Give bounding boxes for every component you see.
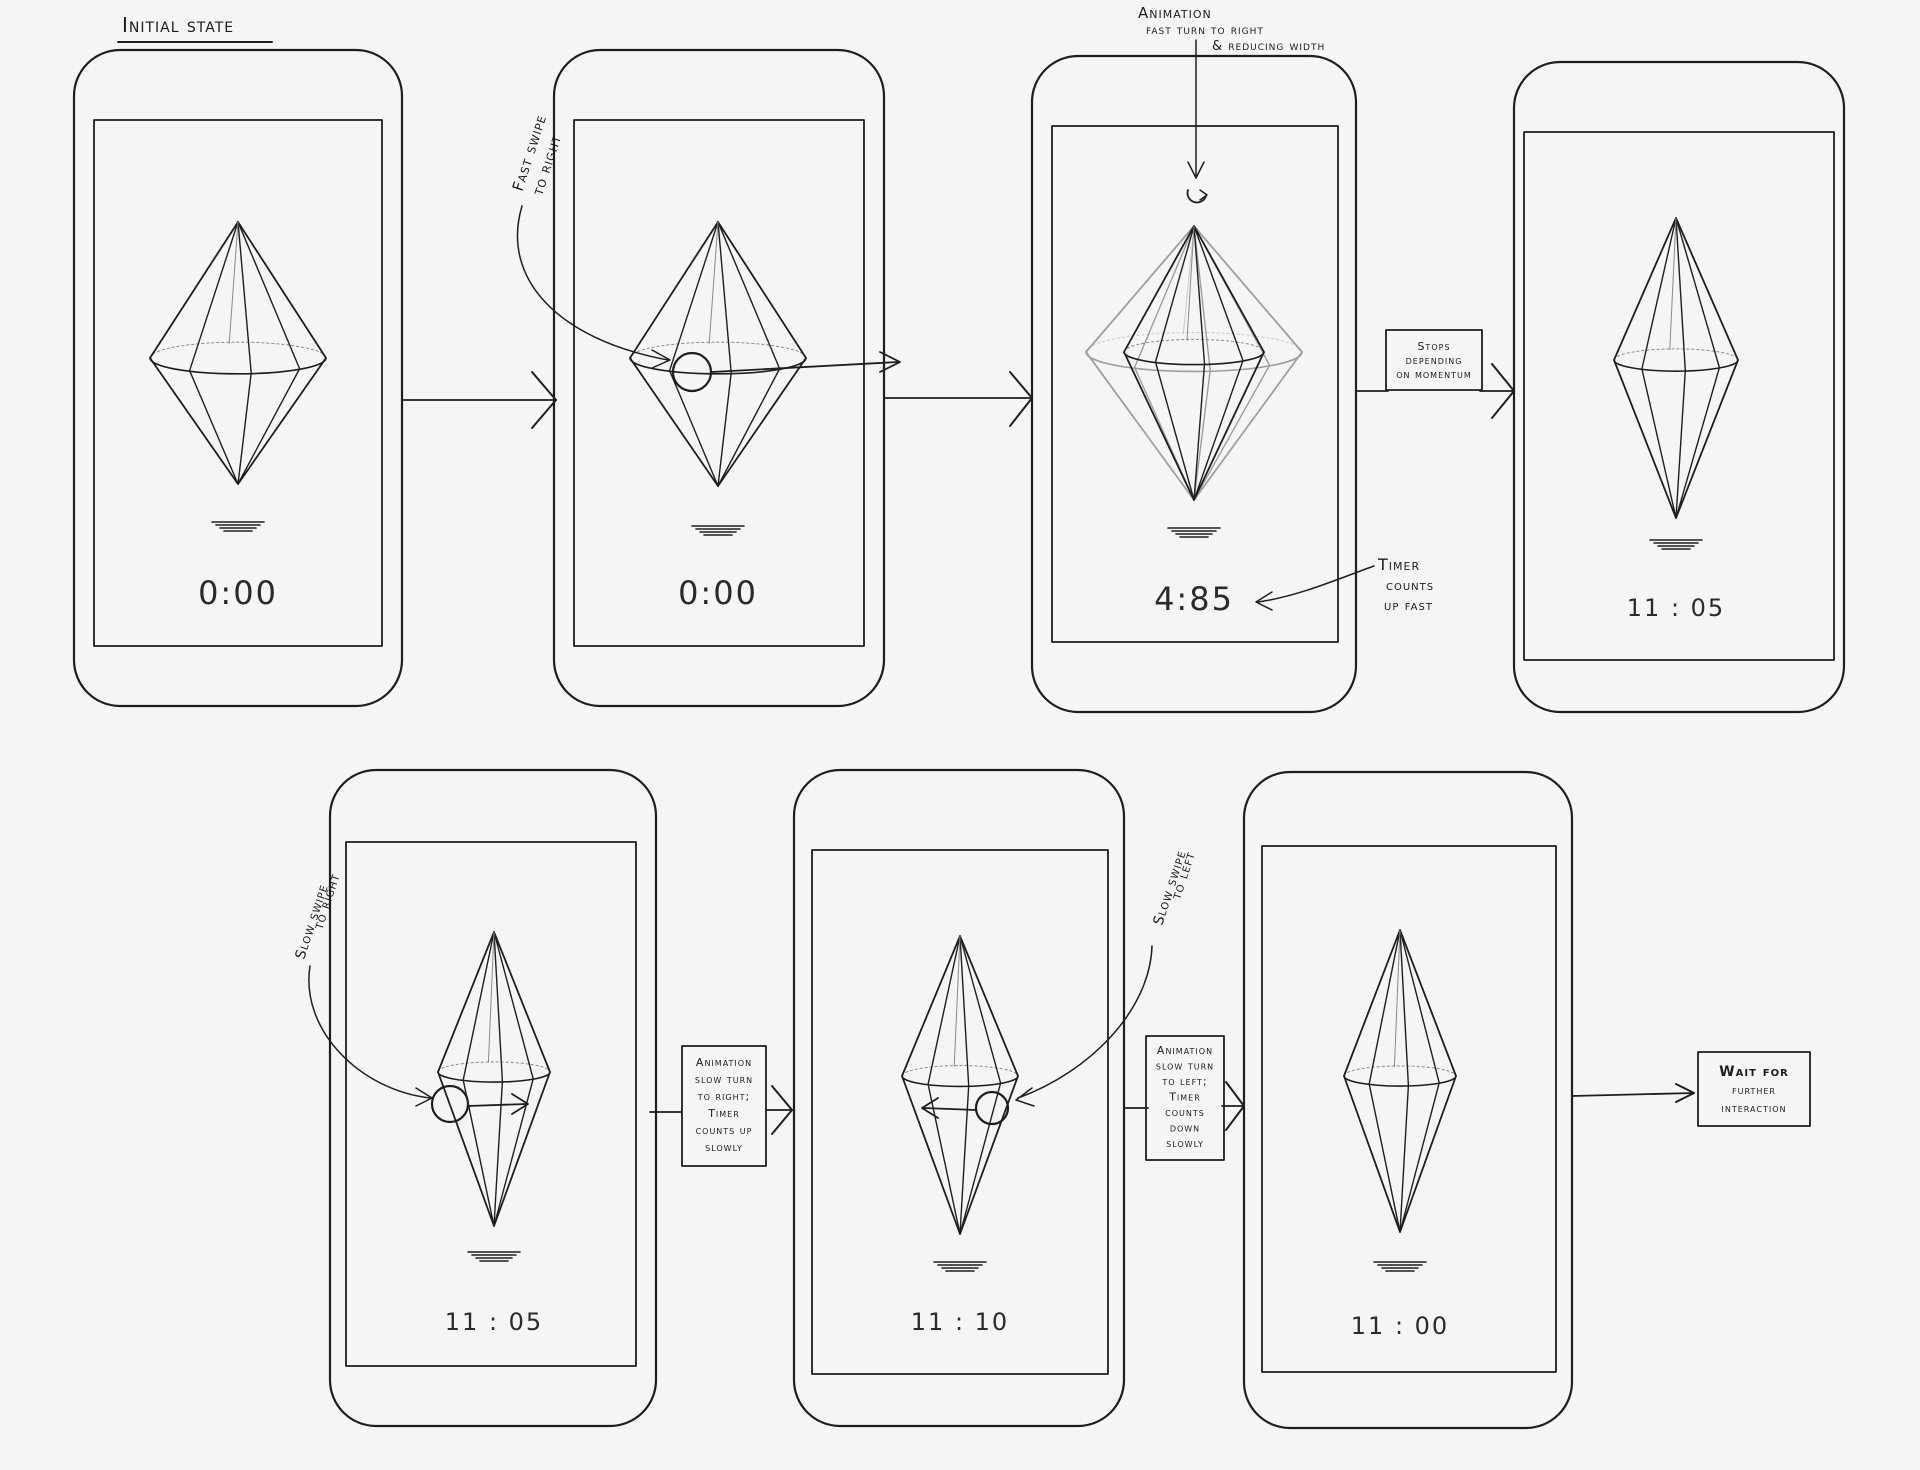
wait-line-3: interaction bbox=[1722, 1101, 1787, 1115]
slow-left-line-7: slowly bbox=[1166, 1137, 1204, 1150]
slow-right-line-4: Timer bbox=[707, 1107, 740, 1120]
touch-indicator-slow-right bbox=[430, 1084, 529, 1124]
crystal-shadow-4 bbox=[1649, 539, 1703, 550]
crystal-shadow-1 bbox=[211, 521, 265, 532]
wait-line-1: Wait for bbox=[1719, 1064, 1789, 1080]
slow-right-box bbox=[681, 1045, 767, 1167]
crystal-3 bbox=[1085, 225, 1303, 501]
slow-right-box-text: Animation slow turn to right; Timer counts u… bbox=[695, 1056, 753, 1154]
initial-state-title: Initial state bbox=[122, 13, 234, 37]
crystal-shadow-6 bbox=[933, 1261, 987, 1272]
timer-counts-line-2: counts bbox=[1386, 578, 1434, 594]
slow-left-line-4: Timer bbox=[1168, 1091, 1201, 1104]
flow-arrow-7-wait bbox=[1571, 1083, 1695, 1103]
slow-right-line-2: slow turn bbox=[695, 1073, 753, 1086]
crystal-shadow-7 bbox=[1373, 1261, 1427, 1272]
slow-left-box bbox=[1145, 1035, 1225, 1161]
phone-screen-7 bbox=[1261, 845, 1557, 1373]
fast-swipe-annotation: Fast swipe to right bbox=[509, 112, 671, 369]
phone-frame-3: 4:85 bbox=[1030, 54, 1358, 714]
stops-line-1: Stops bbox=[1417, 340, 1450, 353]
slow-left-line-5: counts bbox=[1165, 1106, 1205, 1119]
timer-counts-annotation: Timer counts up fast bbox=[1255, 555, 1434, 614]
animation-fast-line-2: fast turn to right bbox=[1146, 23, 1264, 38]
crystal-2 bbox=[629, 221, 807, 487]
timer-display-3: 4:85 bbox=[1154, 580, 1234, 618]
wait-line-2: further bbox=[1732, 1083, 1776, 1097]
animation-fast-annotation: Animation fast turn to right & reducing … bbox=[1138, 4, 1325, 204]
animation-fast-line-1: Animation bbox=[1138, 4, 1212, 22]
slow-right-line-6: slowly bbox=[705, 1141, 743, 1154]
timer-display-6: 11 : 10 bbox=[911, 1308, 1009, 1336]
phone-frame-1: 0:00 bbox=[72, 48, 404, 708]
touch-indicator-fast bbox=[671, 351, 901, 393]
crystal-shadow-2 bbox=[691, 525, 745, 536]
crystal-5 bbox=[437, 931, 551, 1227]
stops-line-3: on momentum bbox=[1396, 368, 1472, 381]
initial-state-heading: Initial state bbox=[117, 13, 273, 43]
timer-display-7: 11 : 00 bbox=[1351, 1312, 1449, 1340]
phone-frame-6: 11 : 10 bbox=[792, 768, 1126, 1428]
timer-counts-line-3: up fast bbox=[1384, 598, 1433, 614]
stops-line-2: depending bbox=[1406, 354, 1463, 367]
crystal-4 bbox=[1613, 217, 1739, 519]
timer-display-5: 11 : 05 bbox=[445, 1308, 543, 1336]
wait-box: Wait for further interaction bbox=[1697, 1051, 1811, 1127]
timer-display-4: 11 : 05 bbox=[1627, 594, 1725, 622]
timer-counts-line-1: Timer bbox=[1377, 555, 1420, 574]
flow-arrow-1-2 bbox=[401, 371, 557, 429]
flow-arrow-2-3 bbox=[883, 371, 1033, 427]
slow-right-line-1: Animation bbox=[696, 1056, 752, 1069]
crystal-1 bbox=[149, 221, 327, 485]
slow-left-line-2: slow turn bbox=[1156, 1060, 1214, 1073]
phone-frames: 0:00 0:00 4:85 11 : 05 11 : 05 11 : 10 11 : 00 bbox=[72, 48, 1846, 1430]
timer-display-2: 0:00 bbox=[678, 574, 758, 612]
phone-frame-5: 11 : 05 bbox=[328, 768, 658, 1428]
timer-display-1: 0:00 bbox=[198, 574, 278, 612]
touch-indicator-slow-left bbox=[921, 1090, 1010, 1126]
slow-left-line-1: Animation bbox=[1157, 1044, 1213, 1057]
slow-left-line-6: down bbox=[1170, 1122, 1200, 1135]
flow-arrow-6-7 bbox=[1123, 1081, 1245, 1131]
crystal-shadow-3 bbox=[1167, 527, 1221, 538]
crystal-7 bbox=[1343, 929, 1457, 1233]
slow-right-line-5: counts up bbox=[696, 1124, 753, 1137]
phone-frame-2: 0:00 bbox=[552, 48, 901, 708]
phone-frame-4: 11 : 05 bbox=[1512, 60, 1846, 714]
slow-swipe-right-annotation: Slow swipe to right bbox=[293, 871, 433, 1107]
slow-right-line-3: to right; bbox=[697, 1090, 750, 1103]
phone-screen-4 bbox=[1523, 131, 1835, 661]
phone-screen-5 bbox=[345, 841, 637, 1367]
phone-frame-7: 11 : 00 bbox=[1242, 770, 1574, 1430]
phone-screen-1 bbox=[93, 119, 383, 647]
flow-arrow-3-4 bbox=[1355, 363, 1515, 419]
flow-arrow-5-6 bbox=[649, 1085, 793, 1135]
stops-depending-box: Stops depending on momentum bbox=[1385, 329, 1483, 391]
slow-left-box-text: Animation slow turn to left; Timer counts dow… bbox=[1156, 1044, 1214, 1150]
phone-screen-6 bbox=[811, 849, 1109, 1375]
crystal-6 bbox=[901, 935, 1019, 1235]
animation-fast-line-3: & reducing width bbox=[1212, 39, 1325, 54]
phone-screen-3 bbox=[1051, 125, 1339, 643]
crystal-shadow-5 bbox=[467, 1251, 521, 1262]
slow-left-line-3: to left; bbox=[1161, 1075, 1207, 1088]
phone-screen-2 bbox=[573, 119, 865, 647]
